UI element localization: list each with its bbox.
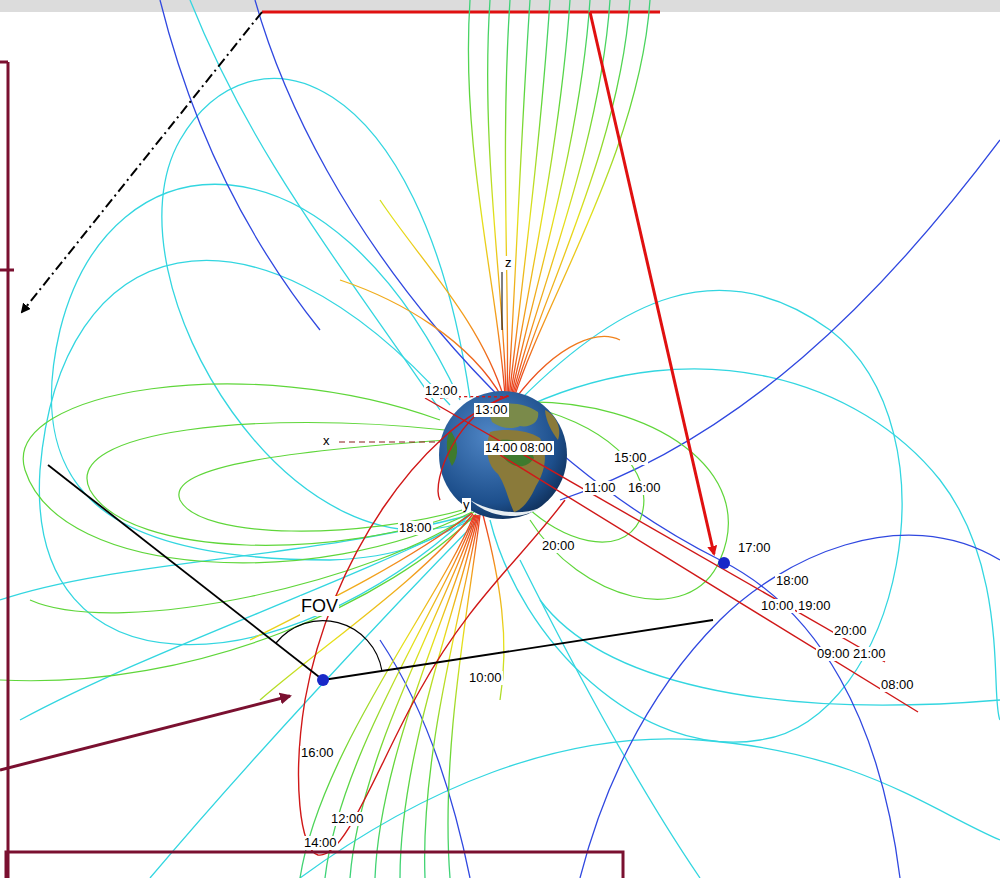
fov-lines (48, 465, 713, 680)
field-lines-blue (160, 0, 1000, 878)
time-label: 16:00 (627, 481, 662, 495)
time-label: 10:00 (760, 599, 795, 613)
time-label: 20:00 (541, 539, 576, 553)
time-label: 10:00 (468, 671, 503, 685)
time-label: 08:00 (880, 678, 915, 692)
time-label: 18:00 (775, 574, 810, 588)
time-label: 12:00 (330, 812, 365, 826)
time-label: 20:00 (833, 624, 868, 638)
orbit-tracks (299, 396, 918, 855)
time-label: 09:00 (816, 647, 851, 661)
time-label: 16:00 (300, 746, 335, 760)
time-label: 17:00 (737, 541, 772, 555)
pointer-arrow (22, 12, 262, 312)
spacecraft-dot (317, 674, 329, 686)
pointer-arrow (590, 12, 714, 554)
time-label: 19:00 (797, 599, 832, 613)
spacecraft-dot (718, 557, 730, 569)
time-label: 12:00 (424, 384, 459, 398)
time-label: 18:00 (398, 521, 433, 535)
axis-label: x (322, 434, 331, 448)
fov-label: FOV (300, 596, 339, 616)
axis-label: y (462, 498, 471, 512)
time-label: 14:00 (303, 836, 338, 850)
top-strip (0, 0, 1000, 12)
time-label: 13:00 (474, 403, 509, 417)
time-label: 15:00 (613, 451, 648, 465)
z-axis (502, 272, 503, 330)
time-label: 11:00 (583, 481, 617, 495)
field-lines-green (0, 384, 728, 681)
time-label: 21:00 (852, 647, 887, 661)
earth-globe (439, 391, 567, 519)
axis-label: z (504, 256, 513, 270)
time-label: 08:00 (519, 441, 554, 455)
time-label: 14:00 (484, 441, 519, 455)
pointer-arrow (0, 696, 290, 770)
box-edge (262, 11, 660, 14)
callout-frame (0, 62, 623, 878)
field-lines-north (340, 0, 650, 399)
x-axis (336, 441, 445, 442)
